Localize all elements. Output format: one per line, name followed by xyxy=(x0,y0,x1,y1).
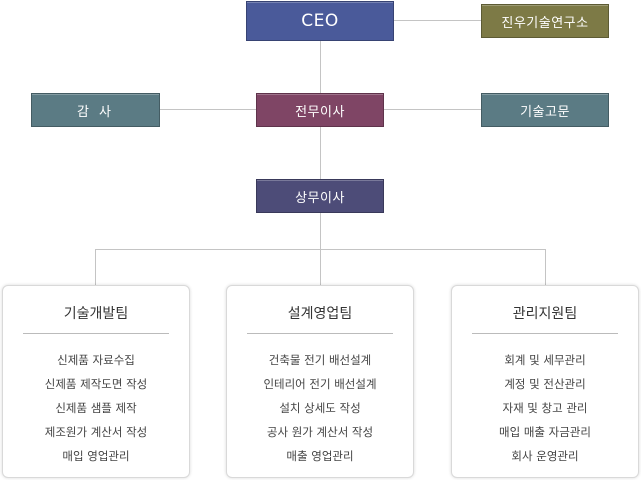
duty-item: 제조원가 계산서 작성 xyxy=(44,425,148,439)
duty-item: 신제품 자료수집 xyxy=(57,353,135,367)
managing-director-label: 상무이사 xyxy=(295,190,345,206)
duty-item: 설치 상세도 작성 xyxy=(279,401,361,415)
duty-item: 공사 원가 계산서 작성 xyxy=(266,425,374,439)
duty-item: 건축물 전기 배선설계 xyxy=(268,353,372,367)
team-duty-list: 신제품 자료수집 신제품 제작도면 작성 신제품 샘플 제작 제조원가 계산서 … xyxy=(3,348,189,468)
research-lab-label: 진우기술연구소 xyxy=(501,15,589,31)
team-card-admin-support: 관리지원팀 회계 및 세무관리 계정 및 전산관리 자재 및 창고 관리 매입 … xyxy=(451,285,639,478)
ceo-label: CEO xyxy=(301,11,339,31)
team-title: 기술개발팀 xyxy=(63,306,129,322)
senior-director-label: 전무이사 xyxy=(295,104,345,120)
senior-director-box: 전무이사 xyxy=(256,93,384,127)
team-divider xyxy=(472,333,618,334)
audit-box: 감 사 xyxy=(31,93,160,127)
duty-item: 매입 영업관리 xyxy=(62,449,130,463)
team-title: 관리지원팀 xyxy=(512,306,578,322)
team-divider xyxy=(23,333,169,334)
team-title: 설계영업팀 xyxy=(287,306,353,322)
technical-advisor-label: 기술고문 xyxy=(520,104,570,120)
team-duty-list: 회계 및 세무관리 계정 및 전산관리 자재 및 창고 관리 매입 매출 자금관… xyxy=(452,348,638,468)
team-divider xyxy=(247,333,393,334)
duty-item: 매출 영업관리 xyxy=(286,449,354,463)
duty-item: 자재 및 창고 관리 xyxy=(502,401,588,415)
team-card-design-sales: 설계영업팀 건축물 전기 배선설계 인테리어 전기 배선설계 설치 상세도 작성… xyxy=(226,285,414,478)
duty-item: 인테리어 전기 배선설계 xyxy=(263,377,377,391)
technical-advisor-box: 기술고문 xyxy=(481,93,609,127)
audit-label: 감 사 xyxy=(76,104,115,120)
research-lab-box: 진우기술연구소 xyxy=(481,4,609,38)
duty-item: 신제품 제작도면 작성 xyxy=(44,377,148,391)
duty-item: 회사 운영관리 xyxy=(511,449,579,463)
duty-item: 계정 및 전산관리 xyxy=(504,377,586,391)
team-duty-list: 건축물 전기 배선설계 인테리어 전기 배선설계 설치 상세도 작성 공사 원가… xyxy=(227,348,413,468)
team-card-tech-dev: 기술개발팀 신제품 자료수집 신제품 제작도면 작성 신제품 샘플 제작 제조원… xyxy=(2,285,190,478)
duty-item: 신제품 샘플 제작 xyxy=(55,401,137,415)
duty-item: 매입 매출 자금관리 xyxy=(499,425,591,439)
managing-director-box: 상무이사 xyxy=(256,179,384,213)
duty-item: 회계 및 세무관리 xyxy=(504,353,586,367)
ceo-box: CEO xyxy=(246,1,394,41)
